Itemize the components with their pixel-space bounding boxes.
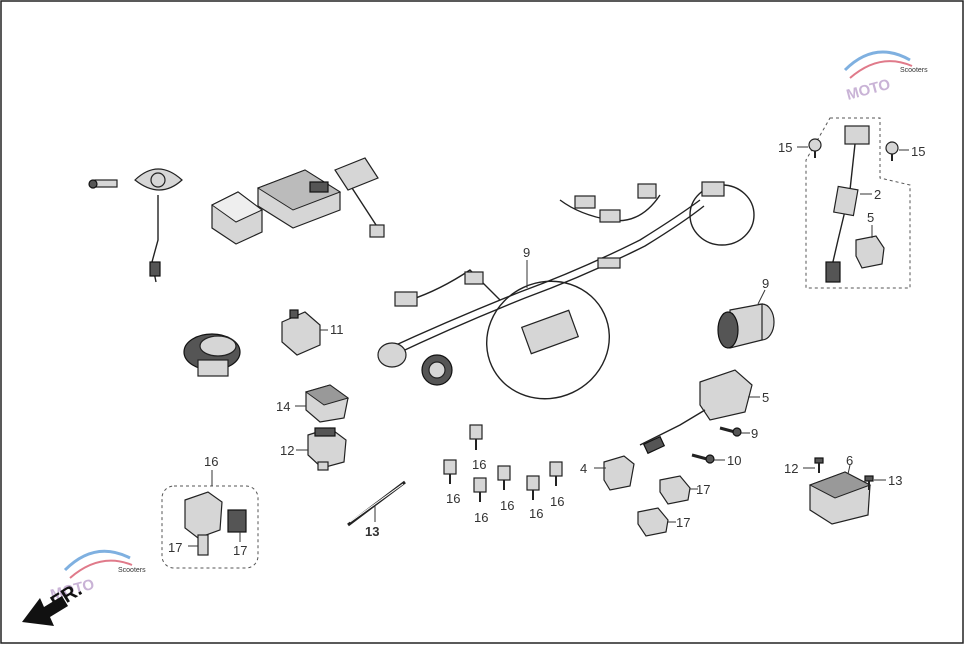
part-23-flasher-relay bbox=[184, 491, 223, 556]
watermark-sub-bottom: Scooters bbox=[118, 567, 146, 574]
callout-12a: 12 bbox=[784, 461, 798, 476]
part-15-screw-left bbox=[808, 138, 822, 158]
callout-15b: 15 bbox=[911, 144, 925, 159]
callout-6: 6 bbox=[846, 453, 853, 468]
watermark-logo-top: MOTO Scooters bbox=[843, 50, 928, 104]
watermark-sub-top: Scooters bbox=[900, 67, 928, 74]
callout-23: 17 bbox=[168, 540, 182, 555]
callout-8: 9 bbox=[523, 245, 530, 260]
part-17-clip-lower bbox=[637, 507, 669, 537]
part-12-bolt-left bbox=[814, 457, 824, 473]
part-4-connector bbox=[603, 455, 635, 491]
part-24-connector bbox=[227, 509, 247, 542]
callout-24: 17 bbox=[233, 543, 247, 558]
callout-4: 4 bbox=[580, 461, 587, 476]
callout-16a: 16 bbox=[472, 457, 486, 472]
part-15-screw-right bbox=[885, 141, 899, 161]
callout-16e: 16 bbox=[529, 506, 543, 521]
part-6-regulator bbox=[808, 471, 872, 525]
callout-9b: 10 bbox=[727, 453, 741, 468]
callout-17b: 17 bbox=[676, 515, 690, 530]
callout-15a: 15 bbox=[778, 140, 792, 155]
callout-16c: 16 bbox=[474, 510, 488, 525]
part-sensor-assembly bbox=[88, 168, 183, 283]
callout-16f: 16 bbox=[550, 494, 564, 509]
part-14-socket bbox=[304, 384, 350, 423]
group-22-outline bbox=[161, 485, 259, 569]
group-2-outline bbox=[805, 117, 911, 289]
callout-9a: 9 bbox=[751, 426, 758, 441]
part-8-main-wiring-harness bbox=[377, 181, 755, 400]
callout-11: 12 bbox=[280, 443, 294, 458]
callout-5: 5 bbox=[867, 210, 874, 225]
callout-10: 11 bbox=[330, 322, 344, 337]
callout-22: 16 bbox=[204, 454, 218, 469]
callout-12b: 13 bbox=[888, 473, 902, 488]
part-11-relay bbox=[307, 427, 347, 471]
callout-2: 2 bbox=[874, 187, 881, 202]
part-9-bolt-upper bbox=[719, 426, 742, 437]
part-2-sensor-harness bbox=[825, 125, 870, 283]
callout-16d: 16 bbox=[500, 498, 514, 513]
callout-14: 14 bbox=[276, 399, 290, 414]
watermark-brand-top: MOTO bbox=[845, 76, 893, 104]
callout-17a: 17 bbox=[696, 482, 710, 497]
part-ignition-coil bbox=[183, 333, 241, 377]
callout-16b: 16 bbox=[446, 491, 460, 506]
callout-3: 5 bbox=[762, 390, 769, 405]
part-level-sensor bbox=[334, 157, 385, 238]
part-7-starter-relay bbox=[717, 303, 775, 349]
part-10-relay bbox=[281, 309, 321, 356]
part-5-holder bbox=[855, 235, 885, 269]
part-17-clip-upper bbox=[659, 475, 691, 505]
part-12-bolt-right bbox=[864, 475, 874, 490]
part-13-cable-tie bbox=[347, 480, 406, 527]
part-ecu-module bbox=[256, 169, 342, 229]
part-fuse-box bbox=[211, 191, 263, 245]
part-9-bolt-lower bbox=[691, 453, 715, 464]
part-3-sensor-lead bbox=[639, 369, 753, 455]
callout-13: 13 bbox=[365, 524, 379, 539]
part-16-clips bbox=[443, 424, 563, 502]
callout-7: 9 bbox=[762, 276, 769, 291]
